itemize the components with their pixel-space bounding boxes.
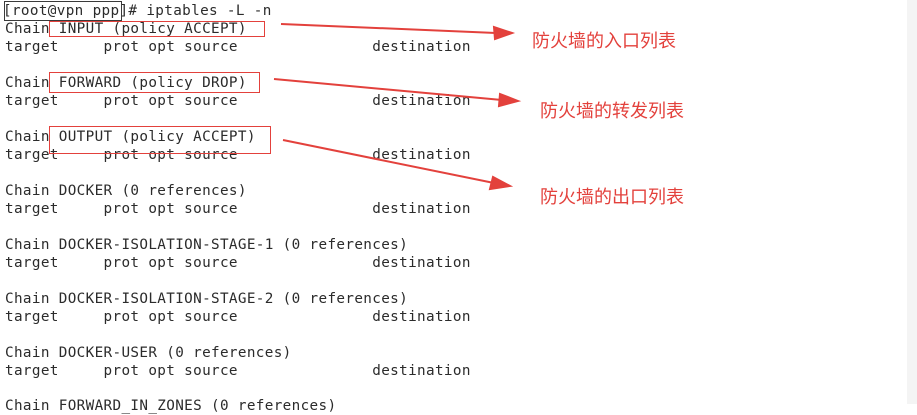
header-row: target prot opt source destination (5, 309, 471, 325)
header-row: target prot opt source destination (5, 363, 471, 379)
chain-docker-isolation-stage-2-line: Chain DOCKER-ISOLATION-STAGE-2 (0 refere… (5, 291, 409, 307)
output-arrow-head (488, 175, 514, 191)
vertical-scrollbar[interactable] (907, 0, 917, 404)
chain-docker-line: Chain DOCKER (0 references) (5, 183, 247, 199)
forward-policy-highlight-box (49, 72, 260, 93)
input-arrow-line (280, 23, 497, 34)
header-row: target prot opt source destination (5, 255, 471, 271)
chain-docker-isolation-stage-1-line: Chain DOCKER-ISOLATION-STAGE-1 (0 refere… (5, 237, 409, 253)
output-list-label: 防火墙的出口列表 (540, 187, 684, 208)
chain-input-line: Chain INPUT (policy ACCEPT) (5, 21, 247, 37)
forward-list-label: 防火墙的转发列表 (540, 101, 684, 122)
command-prompt: [root@vpn ppp]# iptables -L -n (3, 3, 272, 19)
forward-arrow-line (273, 78, 503, 101)
header-row: target prot opt source destination (5, 201, 471, 217)
prompt-highlight-box (4, 1, 122, 21)
header-row: target prot opt source destination (5, 93, 471, 109)
header-row: target prot opt source destination (5, 39, 471, 55)
input-list-label: 防火墙的入口列表 (532, 31, 676, 52)
header-row: target prot opt source destination (5, 147, 471, 163)
annotation-arrows (273, 23, 522, 191)
chain-docker-user-line: Chain DOCKER-USER (0 references) (5, 345, 292, 361)
output-policy-highlight-box (49, 126, 271, 154)
chain-output-line: Chain OUTPUT (policy ACCEPT) (5, 129, 256, 145)
input-policy-highlight-box (49, 21, 265, 37)
output-arrow-line (282, 139, 495, 184)
chain-forward-line: Chain FORWARD (policy DROP) (5, 75, 247, 91)
forward-arrow-head (497, 92, 522, 108)
input-arrow-head (492, 25, 516, 41)
